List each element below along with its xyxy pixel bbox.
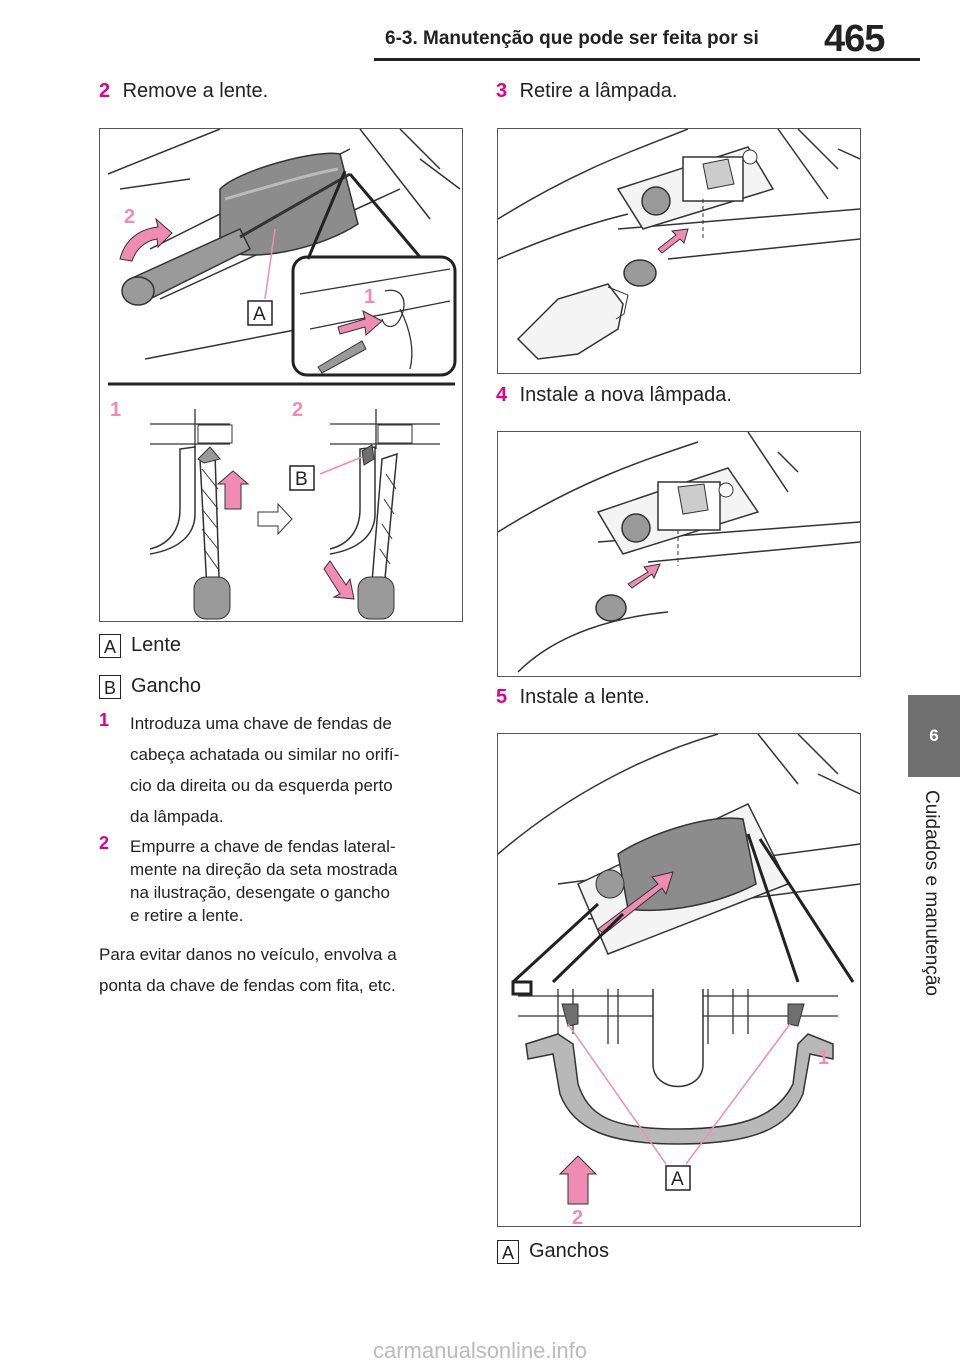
step-3-heading: 3 Retire a lâmpada. bbox=[496, 80, 677, 103]
legend-badge-B: B bbox=[99, 675, 121, 699]
substep-line: Empurre a chave de fendas lateral- bbox=[130, 837, 396, 856]
chapter-label-text: Cuidados e manutenção bbox=[921, 790, 942, 996]
substep-2-text: Empurre a chave de fendas lateral- mente… bbox=[130, 835, 460, 927]
lens-removal-figure: 2 1 A 1 2 bbox=[99, 128, 463, 622]
note-line: Para evitar danos no veículo, envolva a bbox=[99, 945, 397, 964]
step-2-heading: 2 Remove a lente. bbox=[99, 80, 268, 103]
callout-A: A bbox=[671, 1169, 684, 1190]
substep-line: e retire a lente. bbox=[130, 906, 244, 925]
step-text: Instale a lente. bbox=[519, 686, 650, 708]
substep-line: na ilustração, desengate o gancho bbox=[130, 883, 390, 902]
substep-line: cabeça achatada ou similar no orifí- bbox=[130, 745, 400, 764]
step-4-heading: 4 Instale a nova lâmpada. bbox=[496, 384, 732, 407]
lens-install-figure: A 1 2 bbox=[497, 733, 861, 1227]
substep-2-number: 2 bbox=[99, 833, 110, 853]
step-text: Instale a nova lâmpada. bbox=[519, 384, 732, 406]
step-number: 4 bbox=[496, 384, 508, 406]
chapter-label: Cuidados e manutenção bbox=[918, 790, 942, 1030]
bulb-removal-figure bbox=[497, 128, 861, 374]
inset-label-1: 1 bbox=[364, 286, 375, 308]
step-5-heading: 5 Instale a lente. bbox=[496, 686, 650, 709]
watermark: carmanualsonline.info bbox=[372, 1338, 588, 1363]
step-number: 3 bbox=[496, 80, 508, 102]
substep-1-number: 1 bbox=[99, 710, 110, 730]
legend-text: Gancho bbox=[131, 675, 202, 697]
callout-A: A bbox=[253, 304, 266, 325]
step-text: Retire a lâmpada. bbox=[519, 80, 678, 102]
lens-removal-illustration: 2 1 A 1 2 bbox=[107, 129, 461, 620]
detail-label-1: 1 bbox=[818, 1047, 829, 1069]
substep-1-text: Introduza uma chave de fendas de cabeça … bbox=[130, 708, 460, 832]
step-text: Remove a lente. bbox=[122, 80, 269, 102]
detail-label-2: 2 bbox=[292, 399, 303, 421]
note-line: ponta da chave de fendas com fita, etc. bbox=[99, 976, 396, 995]
page-number: 465 bbox=[824, 18, 885, 60]
legend-text: Ganchos bbox=[529, 1240, 610, 1262]
chapter-tab[interactable]: 6 bbox=[908, 695, 960, 777]
bulb-removal-illustration bbox=[498, 129, 860, 360]
bulb-install-illustration bbox=[498, 432, 860, 673]
substep-line: da lâmpada. bbox=[130, 807, 224, 826]
callout-B: B bbox=[295, 469, 308, 490]
detail-label-2: 2 bbox=[572, 1207, 583, 1226]
substep-line: mente na direção da seta mostrada bbox=[130, 860, 398, 879]
note-paragraph: Para evitar danos no veículo, envolva a … bbox=[99, 939, 464, 1001]
header-rule bbox=[374, 58, 920, 61]
bulb-install-figure bbox=[497, 431, 861, 677]
substep-line: Introduza uma chave de fendas de bbox=[130, 714, 392, 733]
lens-install-illustration: A 1 2 bbox=[498, 734, 860, 1226]
legend-badge-A: A bbox=[497, 1240, 519, 1264]
step-number: 5 bbox=[496, 686, 508, 708]
section-title: 6-3. Manutenção que pode ser feita por s… bbox=[385, 28, 759, 49]
substep-line: cio da direita ou da esquerda perto bbox=[130, 776, 393, 795]
figure-label-2: 2 bbox=[124, 206, 135, 228]
legend-text: Lente bbox=[131, 634, 182, 656]
detail-label-1: 1 bbox=[110, 399, 121, 421]
step-number: 2 bbox=[99, 80, 111, 102]
legend-badge-A: A bbox=[99, 634, 121, 658]
